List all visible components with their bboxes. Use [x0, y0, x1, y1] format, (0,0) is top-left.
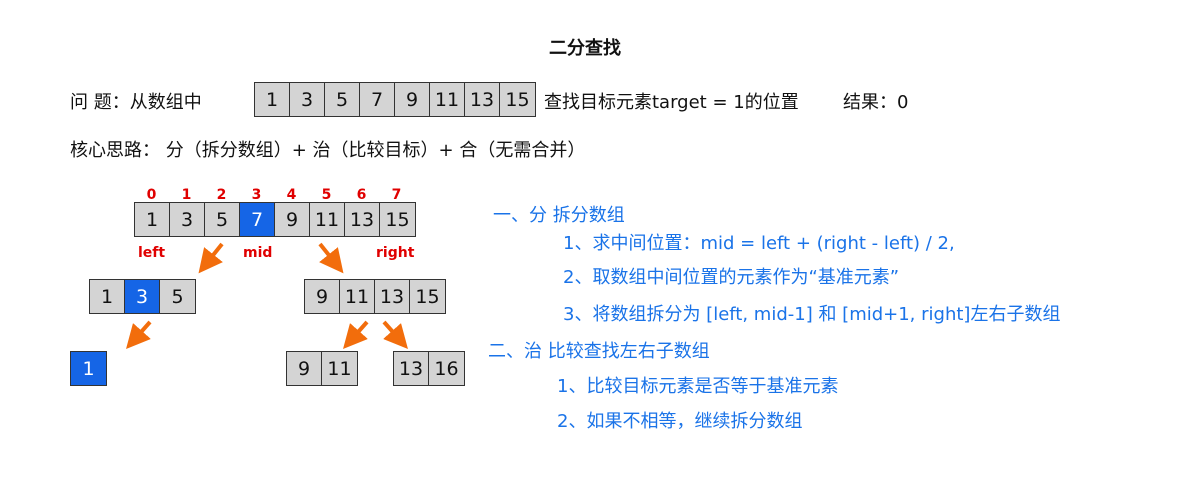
- divide-step-3: 3、将数组拆分为 [left, mid-1] 和 [mid+1, right]左…: [563, 304, 1061, 325]
- array-cell: 5: [160, 280, 195, 313]
- divide-step-2: 2、取数组中间位置的元素作为“基准元素”: [563, 267, 900, 288]
- right-label: right: [376, 245, 415, 261]
- array-cell: 11: [322, 352, 357, 385]
- arrow-icon: [198, 242, 224, 274]
- right-subarray: 9 11 13 15: [304, 279, 446, 314]
- index-label: 6: [356, 187, 367, 203]
- array-cell: 13: [345, 203, 380, 236]
- arrow-icon: [382, 320, 408, 349]
- page-title: 二分查找: [549, 38, 621, 59]
- array-cell: 13: [465, 83, 500, 116]
- problem-array: 1 3 5 7 9 11 13 15: [254, 82, 536, 117]
- array-cell: 15: [410, 280, 445, 313]
- problem-result: 结果：0: [843, 92, 909, 113]
- array-cell: 11: [310, 203, 345, 236]
- index-row: 0 1 2 3 4 5 6 7: [134, 187, 414, 203]
- index-label: 0: [146, 187, 157, 203]
- right-right-subarray: 13 16: [393, 351, 465, 386]
- mid-cell: 7: [240, 203, 275, 236]
- mid-label: mid: [243, 245, 273, 261]
- right-left-subarray: 9 11: [286, 351, 358, 386]
- array-cell: 11: [340, 280, 375, 313]
- array-cell: 9: [287, 352, 322, 385]
- divide-step-1: 1、求中间位置：mid = left + (right - left) / 2,: [563, 233, 955, 254]
- index-label: 4: [286, 187, 297, 203]
- array-cell: 9: [275, 203, 310, 236]
- array-cell: 13: [375, 280, 410, 313]
- index-label: 1: [181, 187, 192, 203]
- index-label: 3: [251, 187, 262, 203]
- conquer-heading: 二、治 比较查找左右子数组: [488, 341, 710, 362]
- divide-heading: 一、分 拆分数组: [493, 205, 625, 226]
- array-cell: 3: [290, 83, 325, 116]
- core-idea: 核心思路： 分（拆分数组）+ 治（比较目标）+ 合（无需合并）: [70, 140, 586, 161]
- array-cell: 3: [170, 203, 205, 236]
- array-cell: 16: [429, 352, 464, 385]
- array-cell: 1: [135, 203, 170, 236]
- arrow-icon: [126, 320, 152, 349]
- index-label: 7: [391, 187, 402, 203]
- arrow-icon: [318, 242, 344, 274]
- mid-cell: 3: [125, 280, 160, 313]
- index-label: 5: [321, 187, 332, 203]
- array-cell: 1: [255, 83, 290, 116]
- array-cell: 5: [205, 203, 240, 236]
- array-cell: 15: [380, 203, 415, 236]
- array-cell: 11: [430, 83, 465, 116]
- array-cell: 9: [395, 83, 430, 116]
- found-cell: 1: [71, 352, 106, 385]
- array-cell: 5: [325, 83, 360, 116]
- index-label: 2: [216, 187, 227, 203]
- conquer-step-1: 1、比较目标元素是否等于基准元素: [557, 376, 839, 397]
- problem-label: 问 题：从数组中: [70, 92, 202, 113]
- array-cell: 15: [500, 83, 535, 116]
- array-cell: 1: [90, 280, 125, 313]
- main-array: 1 3 5 7 9 11 13 15: [134, 202, 416, 237]
- left-label: left: [138, 245, 166, 261]
- found-element: 1: [70, 351, 107, 386]
- left-subarray: 1 3 5: [89, 279, 196, 314]
- array-cell: 9: [305, 280, 340, 313]
- conquer-step-2: 2、如果不相等，继续拆分数组: [557, 411, 803, 432]
- problem-target: 查找目标元素target = 1的位置: [544, 92, 799, 113]
- arrow-icon: [343, 320, 369, 349]
- array-cell: 7: [360, 83, 395, 116]
- array-cell: 13: [394, 352, 429, 385]
